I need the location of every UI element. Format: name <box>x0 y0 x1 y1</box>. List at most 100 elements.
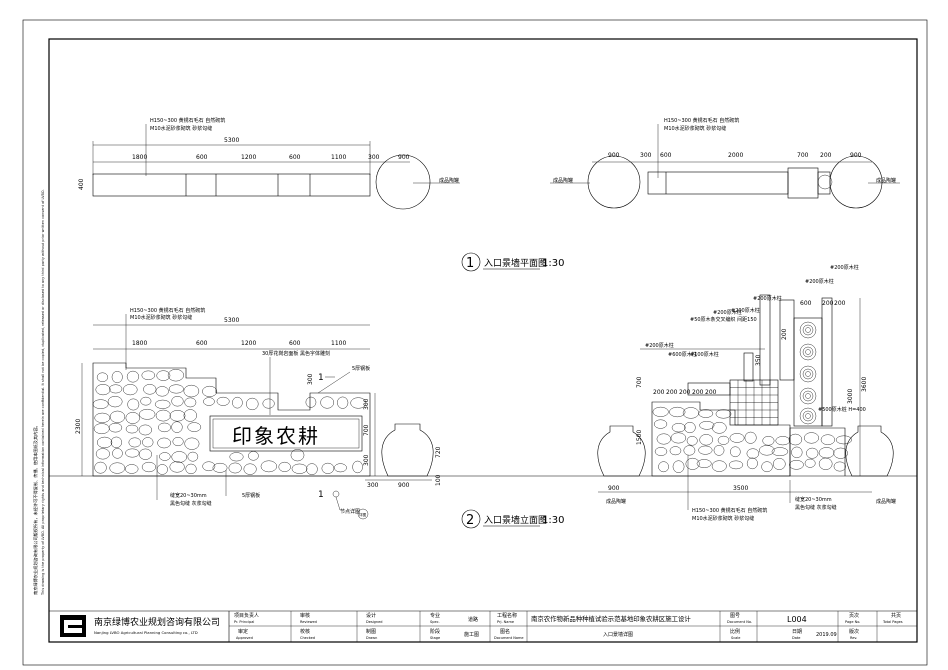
plan-left-seg-5: 1100 <box>331 154 346 161</box>
plan-left-note2: M10水泥砂浆砌筑 砂浆勾缝 <box>150 125 212 132</box>
stone <box>228 462 242 474</box>
stone <box>128 437 142 448</box>
stone <box>820 434 835 445</box>
plan-title: 1 入口景墙平面图 1:30 <box>461 252 564 272</box>
label-post-e: #200原木柱 <box>713 309 742 316</box>
tb-date-val: 2019.09 <box>816 632 837 638</box>
elev-left-dim-v2: 300 <box>307 373 314 385</box>
sheet-inner-border <box>48 38 918 643</box>
stone <box>110 436 122 448</box>
plan-left-pot-label: 成品陶罐 <box>439 177 459 184</box>
tb-page-cn: 页次 <box>849 612 859 619</box>
tb-stage-val: 施工图 <box>464 631 479 638</box>
stone <box>729 433 745 443</box>
plan-left: H150~300 黄锈石毛石 自然砌筑 M10水泥砂浆砌筑 砂浆勾缝 5300 … <box>78 117 460 210</box>
tb-scale-cn: 比例 <box>730 628 740 635</box>
stone <box>730 446 741 458</box>
tb-total-cn: 共页 <box>891 612 901 619</box>
stone <box>167 369 184 382</box>
stone <box>818 457 833 470</box>
stone <box>682 407 699 419</box>
sign-text: 印象农耕 <box>232 424 320 448</box>
tb-proj-cn: 工程名称 <box>497 612 517 619</box>
tb-review-en: Reviewed <box>300 620 317 624</box>
stone <box>108 422 123 433</box>
stone <box>168 384 184 394</box>
plan-left-seg-1: 1800 <box>132 154 147 161</box>
stone <box>717 435 730 445</box>
dim-mid-2: 200 <box>666 389 678 396</box>
stone <box>686 436 698 446</box>
stone <box>654 419 668 429</box>
label-post-b: #200原木柱 <box>805 278 834 285</box>
dim-v-1500: 1500 <box>636 430 643 445</box>
company-name-en: Nanjing LVBO Agricultural Planning Consu… <box>94 630 198 635</box>
stone <box>696 459 712 468</box>
elev-left-seg-3: 1200 <box>241 340 256 347</box>
dim-v-200: 200 <box>781 328 788 340</box>
tb-docno-en: Document No. <box>727 620 752 624</box>
stone <box>246 397 259 411</box>
tb-page-en: Page No. <box>845 620 860 624</box>
stone <box>699 434 713 446</box>
tb-date-en: Date <box>792 636 800 640</box>
plan-left-depth: 400 <box>78 178 85 190</box>
stone <box>334 463 347 473</box>
plan-right: H150~300 黄锈石毛石 自然砌筑 M10水泥砂浆砌筑 砂浆勾缝 900 3… <box>550 117 900 209</box>
elev-left-seg-5: 1100 <box>331 340 346 347</box>
detail-label: 节点详图 <box>340 508 360 515</box>
stone <box>125 464 139 474</box>
stone <box>141 370 155 380</box>
stone <box>804 458 816 468</box>
tb-check-en: Checked <box>300 636 315 640</box>
plan-title-scale: 1:30 <box>542 258 564 269</box>
elev-right-pot-label-left: 成品陶罐 <box>606 498 626 505</box>
elev-left-bottom-1: 300 <box>367 482 379 489</box>
company-logo <box>60 615 86 637</box>
stone <box>715 409 732 419</box>
dim-mid-1: 200 <box>653 389 665 396</box>
elev-right-joint-1: 缝宽20~30mm <box>795 496 832 503</box>
elev-left: H150~300 黄锈石毛石 自然砌筑 M10水泥砂浆砌筑 砂浆勾缝 5300 … <box>75 307 442 520</box>
plan-right-seg-1: 900 <box>608 152 620 159</box>
stone <box>126 370 140 383</box>
plan-right-seg-7: 900 <box>850 152 862 159</box>
plan-left-gap: 300 <box>368 154 380 161</box>
sheet-outer-border <box>22 19 928 666</box>
stone <box>835 435 852 445</box>
tb-pm-en: Pr. Principal <box>234 620 254 624</box>
stone <box>654 447 668 456</box>
stone <box>771 447 789 456</box>
stone <box>248 451 259 461</box>
stone <box>775 436 791 446</box>
notice-line-cn: 南京绿博农业规划咨询有限公司版权所有，未经许可不得复制、传播、使用本图纸及其内容… <box>32 423 39 595</box>
tb-spec-en: Spec. <box>430 620 440 624</box>
stone <box>125 412 140 424</box>
joint-note-2: 黑色勾缝 灰浆勾缝 <box>170 500 212 507</box>
tb-stage-en: Stage <box>430 636 440 640</box>
dim-mid-4: 200 <box>692 389 704 396</box>
stone <box>321 462 335 474</box>
dim-mid-5: 200 <box>705 389 717 396</box>
tb-proj-en: Prj. Name <box>497 620 514 624</box>
stone <box>96 372 108 382</box>
plan-right-seg-3: 600 <box>660 152 672 159</box>
elev-left-dim-v4: 300 <box>363 454 370 466</box>
stone <box>171 451 187 463</box>
elev-left-pot-base: 100 <box>435 474 442 486</box>
stone <box>728 460 744 470</box>
stone <box>92 399 109 409</box>
stone <box>127 398 140 411</box>
tb-draw-en: Drawn <box>366 636 377 640</box>
stone <box>111 371 123 383</box>
label-post-c: #200原木柱 <box>753 295 782 302</box>
stone <box>713 445 725 456</box>
elev-title-text: 入口景墙立面图 <box>484 514 547 526</box>
stone <box>169 410 186 422</box>
elev-right-left-w: 900 <box>608 485 620 492</box>
stone <box>187 422 202 432</box>
elev-right-pot-label-right: 成品陶罐 <box>876 498 896 505</box>
plan-right-pot-label-right: 成品陶罐 <box>876 177 896 184</box>
stone <box>658 461 669 473</box>
